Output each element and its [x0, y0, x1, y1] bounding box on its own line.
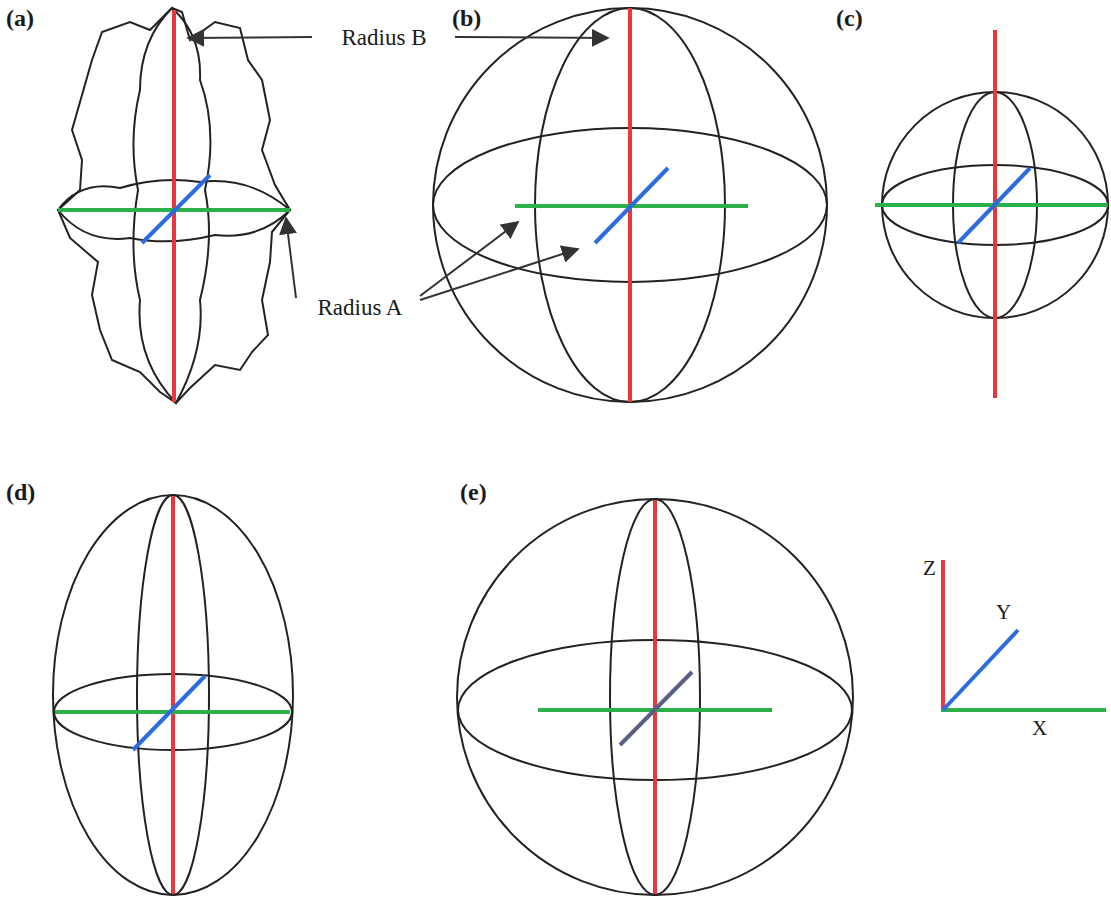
- leader-line: [188, 37, 312, 38]
- axis-label: Z: [923, 558, 936, 579]
- z-axis: [172, 10, 176, 402]
- y-axis: [620, 672, 692, 745]
- sphere-outline: [433, 8, 827, 402]
- particle-outline: [58, 8, 290, 403]
- leader-line: [286, 218, 296, 298]
- prolate-outline: [53, 495, 293, 895]
- panel-letter: (a): [6, 6, 34, 30]
- axis-label: X: [1032, 718, 1047, 739]
- leader-line: [455, 37, 608, 38]
- leader-line: [420, 249, 578, 300]
- callout-label: Radius B: [342, 26, 427, 49]
- y-axis-key: [943, 630, 1018, 710]
- y-axis: [133, 676, 205, 750]
- panel-letter: (d): [6, 480, 35, 504]
- z-axis: [653, 500, 657, 894]
- y-axis: [595, 168, 668, 243]
- z-axis-key: [941, 560, 945, 712]
- oblate-meridian: [610, 499, 700, 895]
- panel-letter: (b): [452, 6, 481, 30]
- panel-letter: (c): [836, 6, 863, 30]
- callout-label: Radius A: [318, 296, 403, 319]
- particle-meridian: [133, 8, 210, 403]
- z-axis: [171, 496, 175, 894]
- panel-letter: (e): [460, 480, 487, 504]
- y-axis: [958, 168, 1030, 243]
- prolate-meridian: [137, 495, 209, 895]
- z-axis: [993, 30, 997, 398]
- x-axis-key: [941, 708, 1106, 712]
- axis-label: Y: [996, 602, 1011, 623]
- oblate-outline: [457, 499, 853, 895]
- y-axis: [142, 175, 210, 243]
